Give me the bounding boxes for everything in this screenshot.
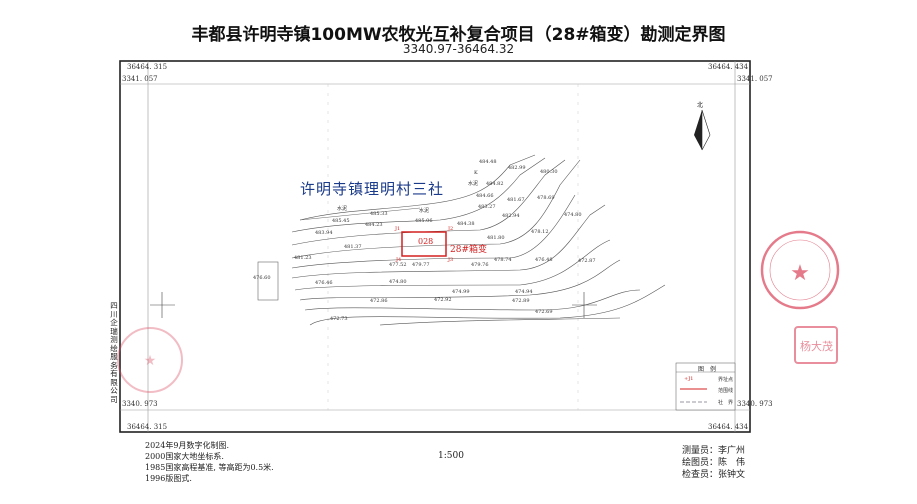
corner-tr-y: 3341. 057	[737, 75, 773, 83]
note-line: 1996版图式.	[145, 474, 192, 483]
elevation-label: 479.77	[412, 262, 430, 268]
company-seal: ★	[117, 327, 183, 393]
corner-tr-x: 36464. 434	[708, 63, 749, 71]
elevation-label: 472.73	[330, 316, 348, 322]
legend-label-range: 范围线	[718, 388, 734, 394]
elevation-label: 474.80	[389, 279, 407, 285]
land-label: 水泥	[419, 208, 430, 214]
map-title: 丰都县许明寺镇100MW农牧光互补复合项目（28#箱变）勘测定界图	[191, 25, 726, 45]
corner-bl-y: 3340. 973	[122, 400, 158, 408]
svg-text:★: ★	[790, 261, 810, 286]
elevation-label: 484.48	[479, 159, 497, 165]
corner-br-y: 3340. 973	[737, 400, 773, 408]
parcel-id: 028	[418, 237, 434, 246]
point-j1: J1	[395, 226, 401, 232]
legend-symbol-point: +J1	[684, 376, 694, 382]
corner-tl-y: 3341. 057	[122, 75, 158, 83]
elevation-label: 482.94	[502, 213, 520, 219]
parcel-name: 28#箱变	[450, 245, 487, 255]
elevation-label: 484.82	[486, 181, 504, 187]
elevation-label: 472.92	[434, 297, 452, 303]
legend-label-boundary: 社 界	[718, 400, 734, 406]
drafter: 绘图员：陈 伟	[682, 458, 746, 468]
contour-lines	[291, 154, 666, 326]
map-subtitle: 3340.97-36464.32	[402, 42, 515, 56]
checker: 检查员：张钟文	[682, 470, 746, 480]
elevation-label: 472.89	[512, 298, 530, 304]
scale: 1:500	[438, 451, 464, 461]
elevation-label: 481.67	[507, 197, 525, 203]
elevation-label: 479.76	[471, 262, 489, 268]
elevation-label: 485.33	[370, 211, 388, 217]
signature-stamp-text: 杨大茂	[800, 340, 833, 353]
elevation-label: 474.99	[452, 289, 470, 295]
note-line: 2000国家大地坐标系.	[145, 452, 224, 461]
official-seal: ★	[760, 230, 840, 310]
elevation-label: 482.99	[508, 165, 526, 171]
legend-label-point: 界址点	[718, 377, 734, 383]
elevation-label: 485.45	[332, 218, 350, 224]
elevation-label: 472.86	[370, 298, 388, 304]
signature-stamp	[794, 326, 838, 364]
note-line: 2024年9月数字化制图.	[145, 441, 229, 450]
elevation-label: 483.27	[478, 204, 496, 210]
elevation-label: 481.37	[344, 244, 362, 250]
north-arrow-icon	[694, 109, 711, 151]
note-line: 1985国家高程基准, 等高距为0.5米.	[145, 463, 274, 472]
elevation-label: 478.74	[494, 257, 512, 263]
point-j4: J4	[396, 257, 402, 263]
elevation-label: 472.87	[578, 258, 596, 264]
elevation-label: 481.80	[487, 235, 505, 241]
point-j3: J3	[448, 257, 454, 263]
elevation-label: 484.66	[476, 193, 494, 199]
elevation-label: 478.69	[537, 195, 555, 201]
staff: 测量员：李广州 绘图员：陈 伟 检查员：张钟文	[682, 445, 745, 481]
company-name: 四川企瑞测绘服务有限公司	[110, 301, 118, 404]
parcel-boundary	[401, 231, 447, 257]
elevation-label: 476.46	[315, 280, 333, 286]
elevation-label: 478.12	[531, 229, 549, 235]
elevation-label: 474.94	[515, 289, 533, 295]
elevation-label: 476.60	[253, 275, 271, 281]
north-label: 北	[697, 102, 704, 109]
corner-br-x: 36464. 434	[708, 423, 749, 431]
corner-tl-x: 36464. 315	[127, 63, 168, 71]
elevation-label: 474.80	[564, 212, 582, 218]
elevation-label: 485.06	[415, 218, 433, 224]
wall-ticks	[299, 207, 421, 221]
elevation-label: 483.94	[315, 230, 333, 236]
notes: 2024年9月数字化制图. 2000国家大地坐标系. 1985国家高程基准, 等…	[145, 440, 274, 484]
land-label: 水泥	[337, 206, 348, 212]
elevation-label: 480.30	[540, 169, 558, 175]
elevation-label: 476.48	[535, 257, 553, 263]
elevation-label: 477.52	[389, 262, 407, 268]
elevation-label: 472.69	[535, 309, 553, 315]
elevation-label: 484.23	[365, 222, 383, 228]
surveyor: 测量员：李广州	[682, 446, 746, 456]
legend-box	[675, 362, 736, 411]
corner-bl-x: 36464. 315	[127, 423, 168, 431]
land-label: 水泥	[468, 181, 479, 187]
elevation-label: 484.38	[457, 221, 475, 227]
svg-text:★: ★	[144, 353, 157, 369]
elevation-label: 481.23	[294, 255, 312, 261]
point-j2: J2	[448, 226, 454, 232]
place-label: 许明寺镇理明村三社	[300, 180, 445, 198]
legend-title: 图 例	[698, 366, 717, 373]
land-label: K	[474, 170, 478, 176]
